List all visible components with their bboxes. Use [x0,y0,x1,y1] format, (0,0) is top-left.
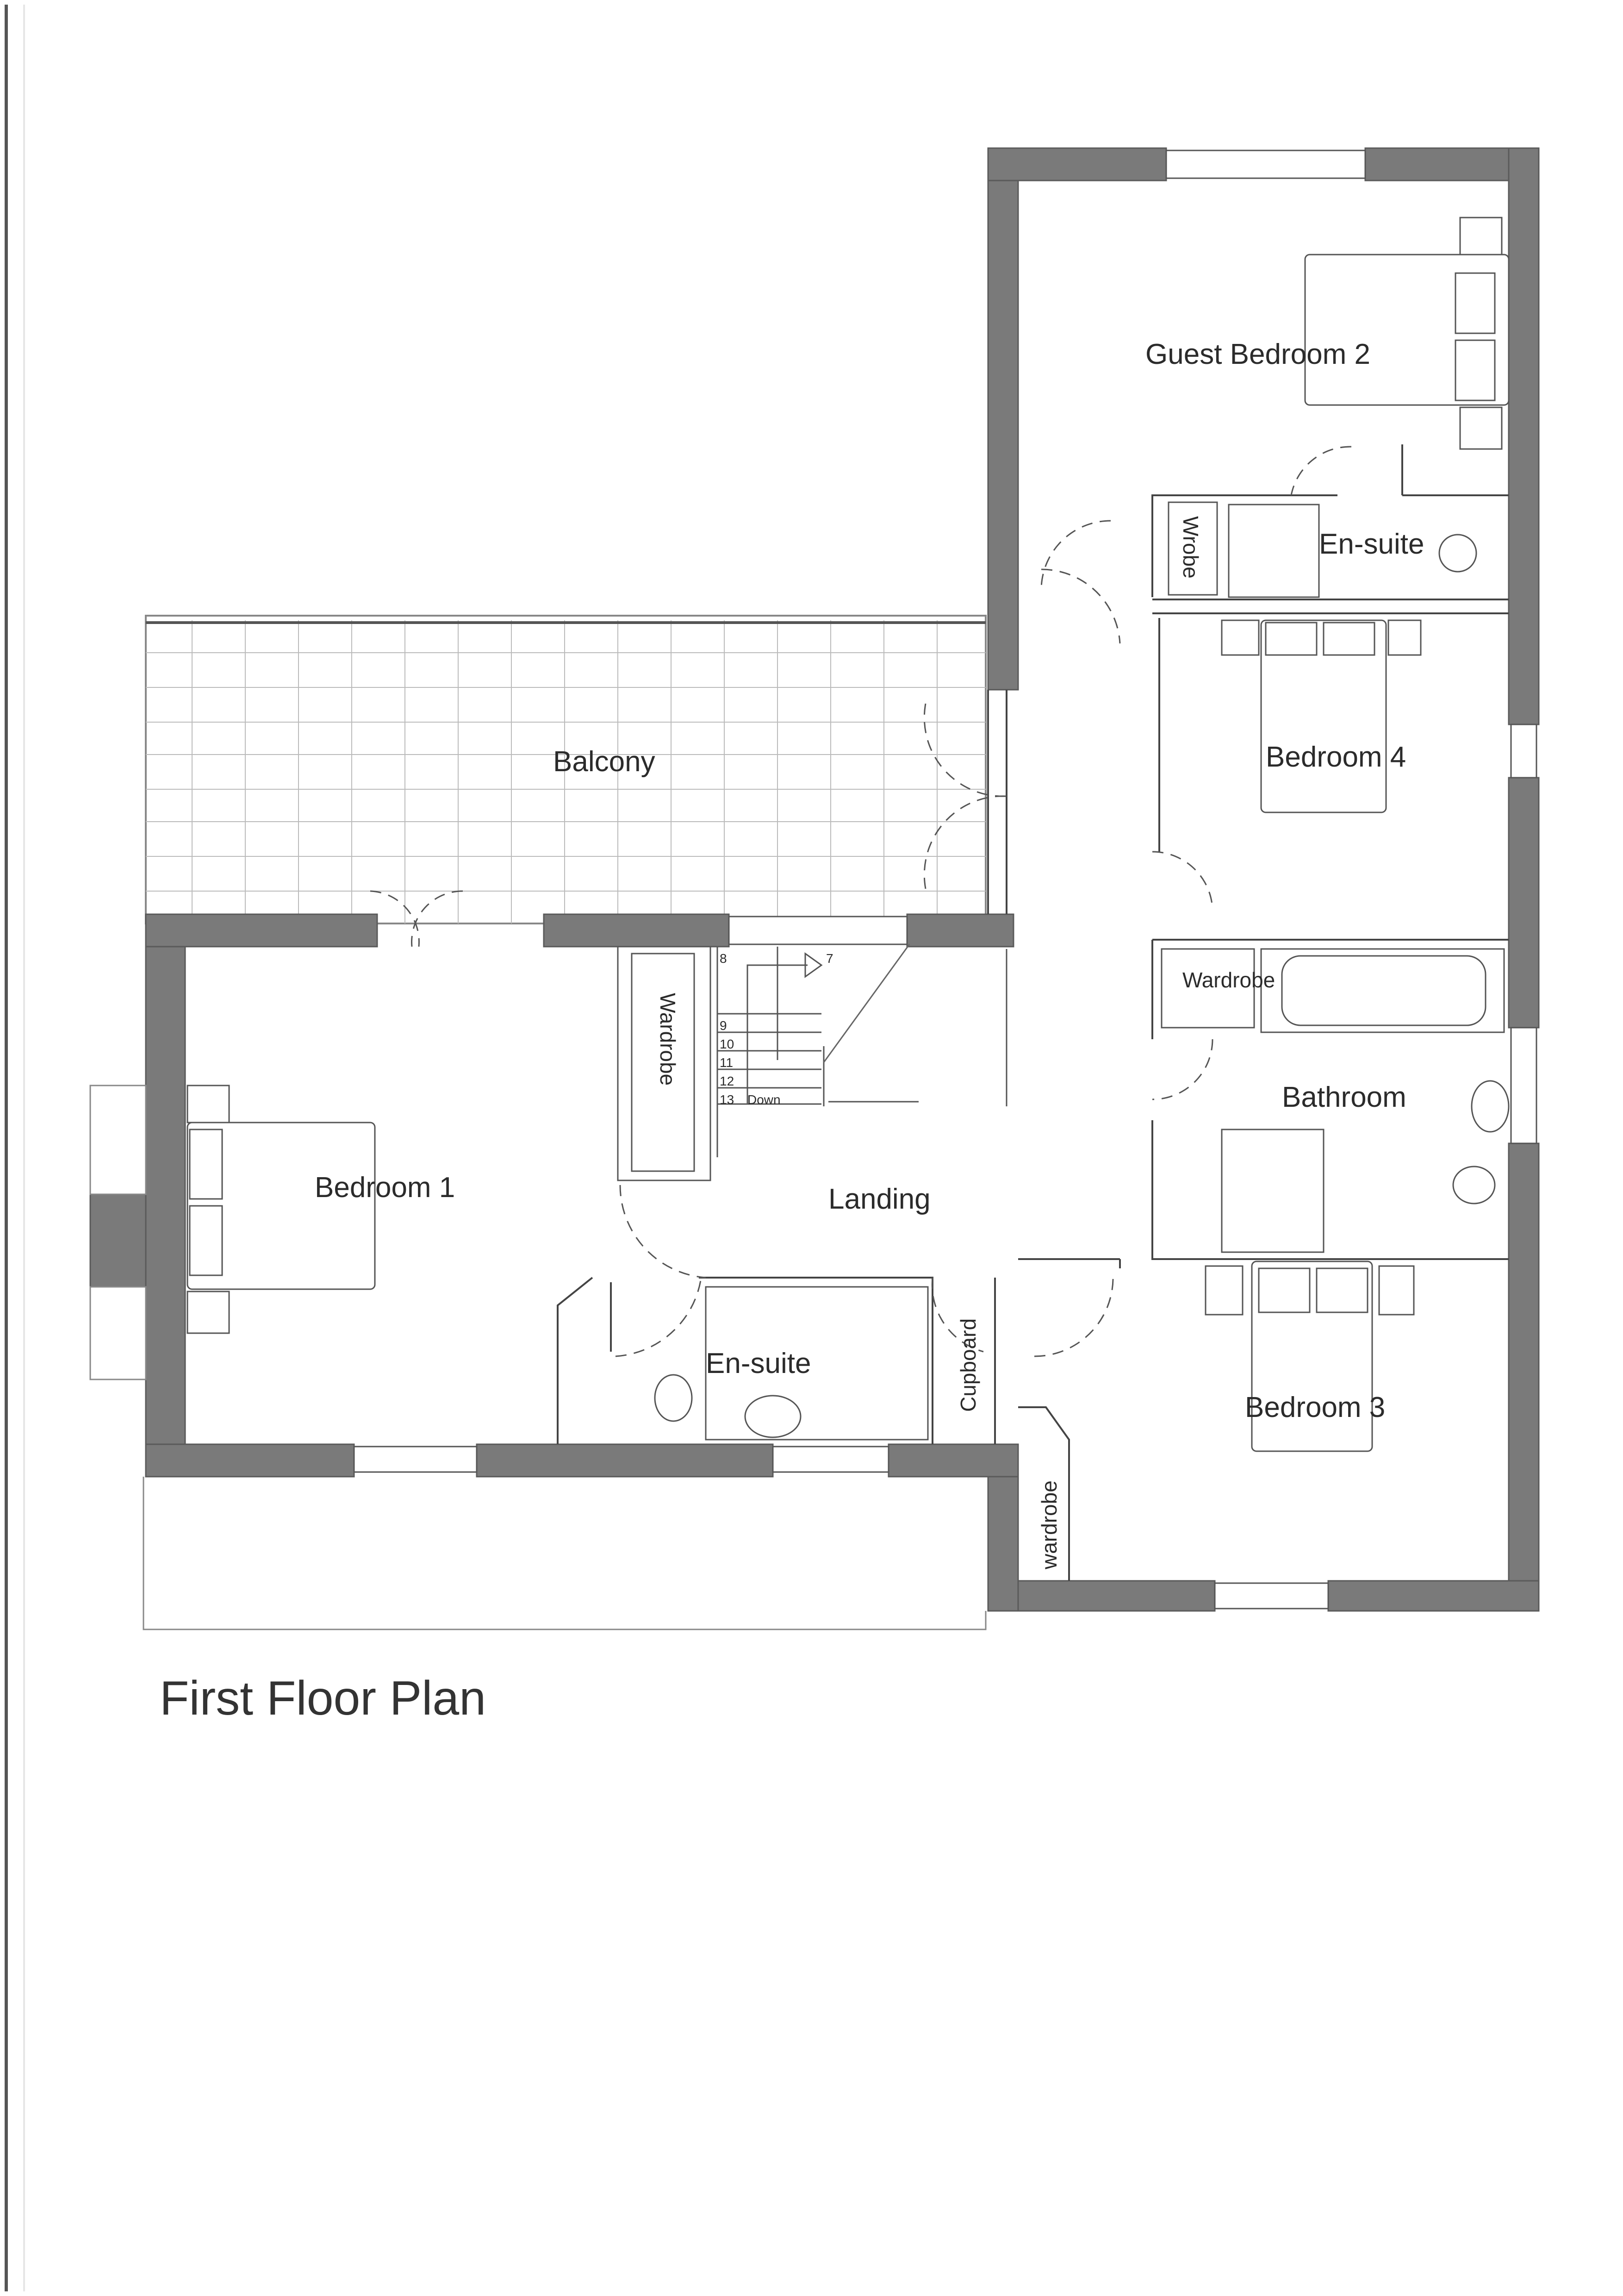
room-label-cupboard: Cupboard [956,1318,980,1412]
stair-step-9: 9 [720,1018,727,1033]
stair-step-13: 13 [720,1092,734,1107]
stair-step-7: 7 [826,951,833,966]
room-label-ensuite-guest: En-suite [1319,528,1424,560]
door-swings [370,446,1352,1357]
stair-step-12: 12 [720,1074,734,1088]
room-label-balcony: Balcony [553,746,655,778]
room-label-wardrobe-stair: Wardrobe [656,993,680,1086]
room-label-wardrobe-bed3: wardrobe [1037,1480,1061,1569]
terrace-outline [143,1477,987,1630]
room-label-wardrobe-bathroom: Wardrobe [1182,968,1275,992]
room-label-bathroom: Bathroom [1282,1081,1406,1113]
room-label-bedroom-1: Bedroom 1 [315,1172,455,1204]
stair-direction-label: Down [747,1092,781,1107]
interior-partitions [557,444,1509,1581]
room-label-bedroom-3: Bedroom 3 [1245,1391,1386,1423]
stair-step-10: 10 [720,1037,734,1051]
windows [353,150,1537,1610]
room-label-ensuite-bed1: En-suite [706,1348,811,1379]
room-label-landing: Landing [828,1183,931,1215]
balcony-grid [145,615,987,924]
stair-step-8: 8 [720,951,727,966]
page-edge-shadow [23,5,25,2291]
plan-title: First Floor Plan [160,1672,486,1725]
exterior-walls [89,147,1540,1612]
room-label-guest-bedroom-2: Guest Bedroom 2 [1145,338,1370,370]
room-label-bedroom-4: Bedroom 4 [1266,741,1406,773]
page-edge-line [5,5,8,2291]
stair-step-11: 11 [720,1055,734,1070]
room-label-wrobe: Wrobe [1179,516,1203,579]
furniture [187,217,1510,1452]
